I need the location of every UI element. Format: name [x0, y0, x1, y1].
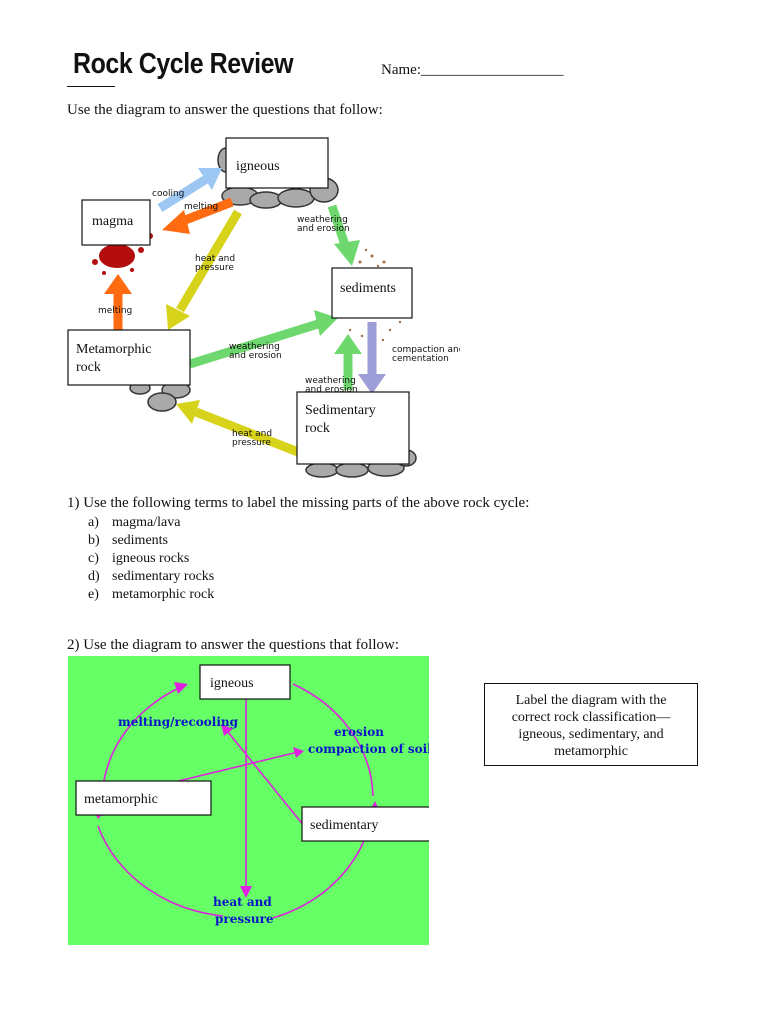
label-weathering-top-2: and erosion: [297, 224, 350, 234]
box-metamorphic-2: metamorphic: [75, 780, 212, 816]
inner-line-to-erosion: [157, 751, 299, 787]
inner-line-to-melting: [227, 731, 305, 827]
intro-instruction: Use the diagram to answer the questions …: [67, 102, 383, 118]
label-heat-top-2: pressure: [195, 263, 234, 273]
question-1-prompt: 1) Use the following terms to label the …: [67, 495, 530, 511]
label-weathering-mid-1: weathering: [229, 342, 280, 352]
svg-text:rock: rock: [305, 421, 330, 436]
svg-text:igneous: igneous: [236, 159, 280, 174]
weathering-arrow-low: [334, 334, 362, 390]
svg-text:Sedimentary: Sedimentary: [305, 403, 376, 418]
label-cooling: cooling: [152, 189, 184, 199]
label-weathering-top-1: weathering: [297, 215, 348, 225]
label-compaction-of-soil: compaction of soil: [308, 742, 429, 756]
box-sedimentary-rock: Sedimentary rock: [296, 391, 410, 465]
name-field-label: Name:___________________: [381, 62, 564, 78]
box-magma: magma: [81, 199, 151, 246]
label-pressure: pressure: [215, 912, 274, 926]
svg-text:sedimentary: sedimentary: [310, 818, 378, 833]
label-compaction-1: compaction and: [392, 345, 460, 355]
melting-arrow-top: [162, 197, 234, 234]
svg-text:metamorphic: metamorphic: [84, 792, 158, 807]
option-c: c)igneous rocks: [88, 551, 190, 566]
question-1-options: a)magma/lava b)sediments c)igneous rocks…: [88, 514, 214, 604]
label-heat-bottom-1: heat and: [232, 429, 272, 439]
instruction-box: Label the diagram with the correct rock …: [484, 683, 698, 766]
label-melting-recooling: melting/recooling: [118, 715, 239, 729]
heat-pressure-arrow-bottom: [176, 400, 300, 457]
svg-text:rock: rock: [76, 360, 101, 375]
box-sedimentary-2: sedimentary: [301, 806, 429, 842]
box-igneous-2: igneous: [199, 664, 291, 700]
question-2-prompt: 2) Use the diagram to answer the questio…: [67, 637, 400, 653]
label-melting-top: melting: [184, 202, 218, 212]
box-metamorphic-rock: Metamorphic rock: [67, 329, 191, 386]
option-d: d)sedimentary rocks: [88, 569, 215, 584]
label-melting-left: melting: [98, 306, 132, 316]
label-heat-bottom-2: pressure: [232, 438, 271, 448]
arrowhead-top-left: [174, 682, 188, 694]
svg-text:magma: magma: [92, 214, 134, 229]
label-weathering-mid-2: and erosion: [229, 351, 282, 361]
arrowhead-down: [240, 886, 252, 898]
cycle-arc-left-bottom: [97, 825, 224, 917]
page-title: Rock Cycle Review: [73, 48, 294, 80]
cycle-arc-right-top: [292, 683, 374, 797]
option-e: e)metamorphic rock: [88, 587, 215, 602]
arrowhead-erosion: [293, 747, 304, 758]
rock-classification-diagram: melting/recooling erosion compaction of …: [68, 656, 429, 945]
svg-text:Metamorphic: Metamorphic: [76, 342, 151, 357]
box-sediments: sediments: [331, 267, 413, 319]
label-heat-top-1: heat and: [195, 254, 235, 264]
label-weathering-low-1: weathering: [305, 376, 356, 386]
cooling-arrow: [157, 168, 222, 212]
melting-arrow-left: [104, 274, 132, 330]
box-igneous: igneous: [225, 137, 329, 189]
arrowhead-melting: [221, 724, 233, 736]
option-b: b)sediments: [88, 533, 168, 548]
rock-cycle-diagram: cooling melting weathering and erosion h…: [67, 137, 460, 478]
label-erosion: erosion: [334, 725, 384, 739]
heat-pressure-arrow-top: [166, 209, 242, 330]
label-heat-and: heat and: [213, 895, 272, 909]
weathering-arrow-top: [327, 204, 360, 266]
svg-text:sediments: sediments: [340, 281, 396, 296]
label-weathering-low-2: and erosion: [305, 385, 358, 395]
label-compaction-2: cementation: [392, 354, 449, 364]
option-a: a)magma/lava: [88, 515, 181, 530]
compaction-arrow: [358, 322, 386, 394]
divider: [67, 86, 115, 87]
svg-text:igneous: igneous: [210, 676, 254, 691]
